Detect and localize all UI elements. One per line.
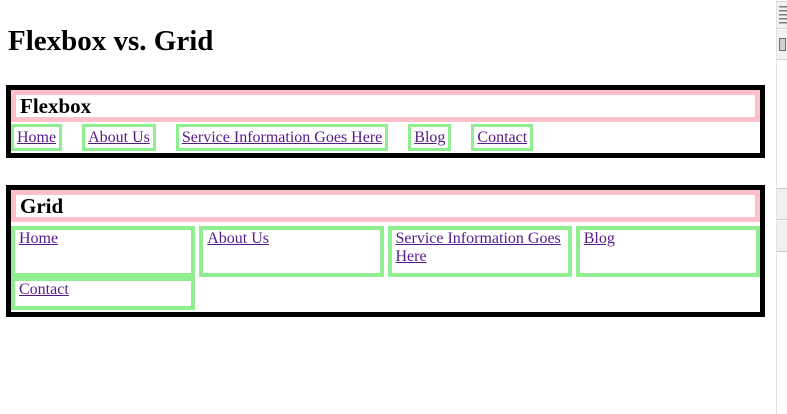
- edge-cell-top[interactable]: [777, 1, 787, 29]
- page-title: Flexbox vs. Grid: [8, 25, 214, 57]
- scrollbar-thumb-segment[interactable]: [777, 221, 787, 252]
- grid-section-heading: Grid: [11, 190, 760, 222]
- scrollbar-thumb-segment[interactable]: [777, 188, 787, 220]
- nav-link[interactable]: Contact: [471, 124, 534, 151]
- edge-cell-second[interactable]: [777, 30, 787, 60]
- page-icon: [779, 38, 786, 51]
- nav-link[interactable]: Contact: [11, 277, 196, 310]
- flexbox-section-heading: Flexbox: [11, 90, 760, 122]
- nav-link[interactable]: Home: [11, 226, 196, 277]
- nav-link[interactable]: Service Information Goes Here: [175, 124, 389, 151]
- nav-link[interactable]: About Us: [82, 124, 156, 151]
- flexbox-nav: Home About Us Service Information Goes Her…: [11, 124, 760, 151]
- nav-link[interactable]: Service Information Goes Here: [387, 226, 572, 277]
- browser-edge-strip: [776, 0, 787, 414]
- nav-link[interactable]: Blog: [575, 226, 760, 277]
- nav-link[interactable]: Home: [11, 124, 63, 151]
- text-lines-icon: [779, 6, 787, 26]
- nav-link[interactable]: Blog: [408, 124, 452, 151]
- flexbox-demo-section: Flexbox Home About Us Service Information …: [6, 85, 765, 158]
- nav-link[interactable]: About Us: [199, 226, 384, 277]
